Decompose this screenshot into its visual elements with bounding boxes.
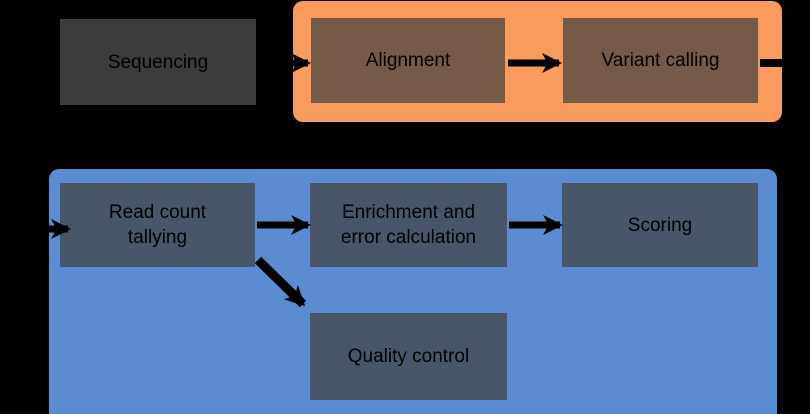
- node-scoring-label: Scoring: [627, 214, 693, 236]
- node-enrichment-error-calculation: Enrichment and error calculation: [310, 183, 507, 267]
- node-read-count-tallying: Read count tallying: [60, 183, 255, 267]
- node-scoring: Scoring: [562, 183, 758, 267]
- node-read-count-line1: Read count: [108, 202, 207, 223]
- node-sequencing-label: Sequencing: [107, 51, 209, 73]
- node-enrichment-line2: error calculation: [340, 227, 477, 248]
- node-sequencing: Sequencing: [60, 19, 256, 105]
- node-read-count-line2: tallying: [127, 227, 188, 248]
- node-variant-calling-label: Variant calling: [601, 50, 720, 71]
- node-variant-calling: Variant calling: [563, 18, 758, 103]
- node-quality-control-label: Quality control: [347, 346, 470, 367]
- node-enrichment-line1: Enrichment and: [341, 202, 476, 223]
- node-quality-control: Quality control: [310, 313, 507, 400]
- node-alignment-label: Alignment: [365, 50, 451, 71]
- node-alignment: Alignment: [311, 18, 505, 103]
